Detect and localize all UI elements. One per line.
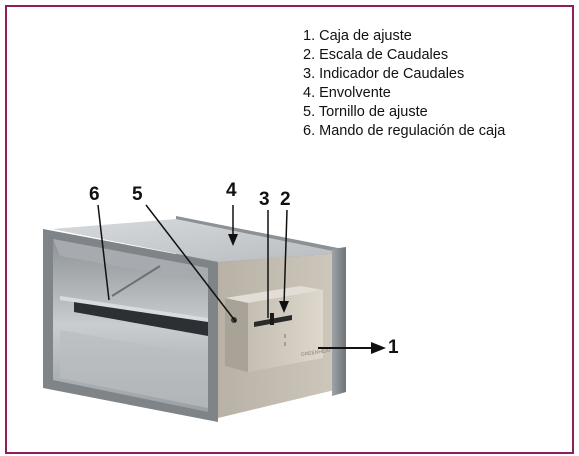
legend-num: 6. xyxy=(303,123,316,139)
damper-blade xyxy=(74,300,208,336)
leader-2 xyxy=(283,209,288,306)
leader-6 xyxy=(97,204,110,301)
legend-list: 1. Caja de ajuste 2. Escala de Caudales … xyxy=(303,27,505,141)
legend-item-1: 1. Caja de ajuste xyxy=(303,27,505,46)
flow-indicator xyxy=(270,313,274,325)
casing-top xyxy=(52,219,343,262)
legend-text: Tornillo de ajuste xyxy=(318,104,428,120)
adjust-box-top xyxy=(225,286,323,303)
arrowhead-4 xyxy=(228,234,238,246)
adjust-box-left xyxy=(225,298,248,372)
legend-num: 5. xyxy=(303,104,316,120)
legend-text: Indicador de Caudales xyxy=(319,66,465,82)
legend-text: Envolvente xyxy=(319,85,391,101)
legend-num: 2. xyxy=(303,47,316,63)
callout-5: 5 xyxy=(132,184,143,205)
legend-item-6: 6. Mando de regulación de caja xyxy=(303,122,505,141)
callout-1: 1 xyxy=(388,337,399,358)
damper-blade-edge xyxy=(60,296,208,322)
legend-num: 3. xyxy=(303,66,316,82)
legend-text: Escala de Caudales xyxy=(319,47,449,63)
right-flange xyxy=(332,247,346,396)
arrowhead-2 xyxy=(279,301,289,313)
adjust-box-front xyxy=(248,290,323,372)
legend-item-3: 3. Indicador de Caudales xyxy=(303,65,505,84)
legend-item-2: 2. Escala de Caudales xyxy=(303,46,505,65)
legend-item-5: 5. Tornillo de ajuste xyxy=(303,103,505,122)
legend-num: 4. xyxy=(303,85,316,101)
arrowhead-1 xyxy=(371,342,386,354)
callout-4: 4 xyxy=(226,180,237,201)
inner-top xyxy=(53,239,208,282)
legend-text: Mando de regulación de caja xyxy=(319,123,506,139)
inner-brace xyxy=(111,265,161,297)
legend-num: 1. xyxy=(303,28,316,44)
inner-lower xyxy=(60,330,208,408)
callout-3: 3 xyxy=(259,189,270,210)
callout-6: 6 xyxy=(89,184,100,205)
callout-2: 2 xyxy=(280,189,291,210)
leader-5 xyxy=(145,204,237,323)
legend-text: Caja de ajuste xyxy=(319,28,412,44)
device-brand-text: GREENHEAT xyxy=(300,348,331,358)
legend-item-4: 4. Envolvente xyxy=(303,84,505,103)
